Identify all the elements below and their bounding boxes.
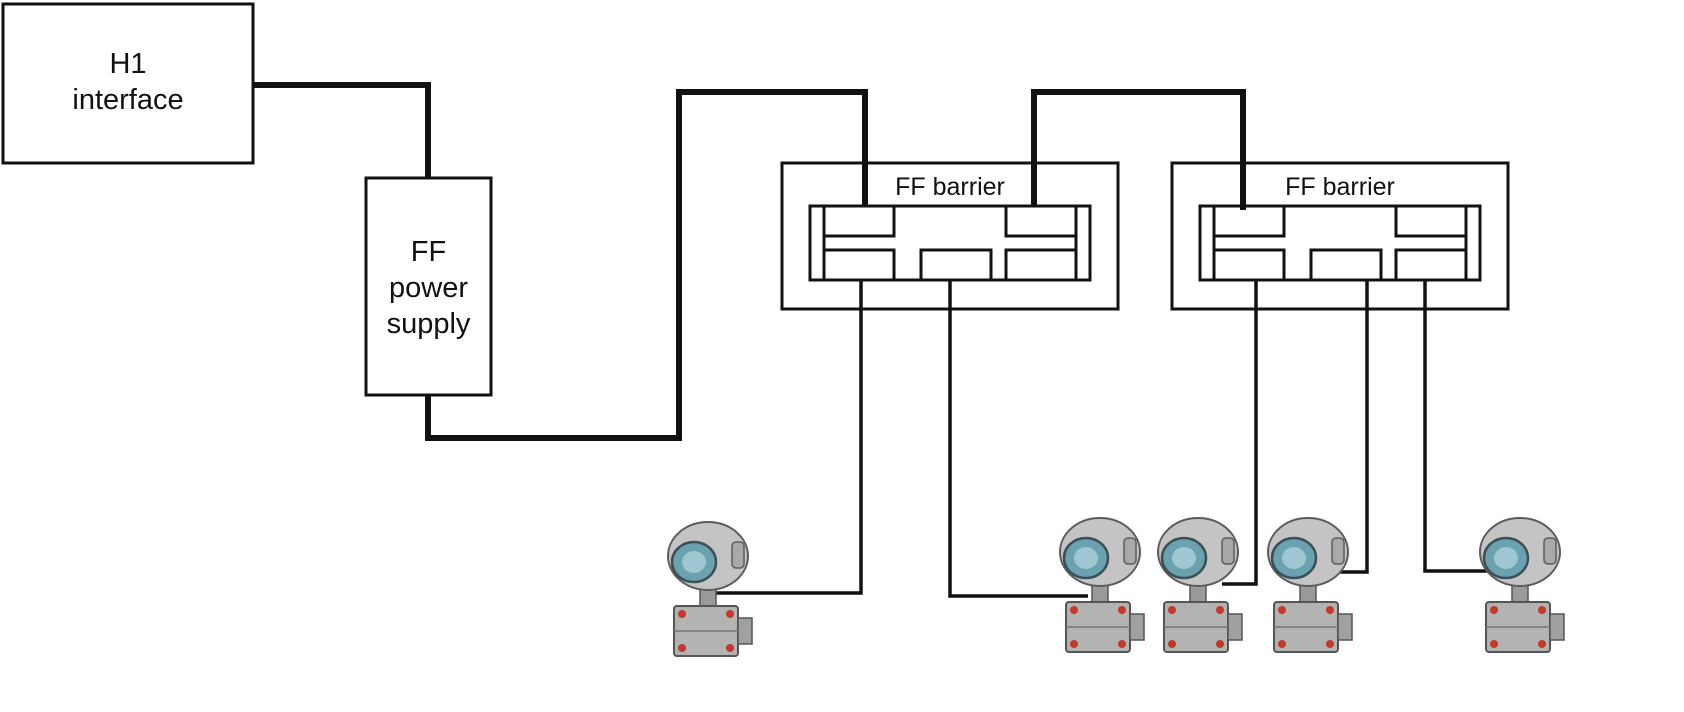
barrier-1-port-in [822,204,896,238]
barrier-1-port-out [1004,204,1078,238]
barrier-1-spur-1 [822,248,896,282]
field-transmitter-icon [666,520,754,658]
h1-interface-label: H1 interface [3,46,253,118]
field-transmitter-icon [1266,516,1354,654]
ff-barrier-1-label: FF barrier [895,173,1005,201]
barrier-2-spur-3 [1394,248,1468,282]
barrier-1-spur-2 [919,248,993,282]
h1-interface-box [1,2,255,165]
barrier-2-port-in [1212,204,1286,238]
barrier-2-spur-1 [1212,248,1286,282]
ff-barrier-2 [1170,161,1510,311]
field-transmitter-icon [1058,516,1146,654]
barrier-2-port-out [1394,204,1468,238]
ff-power-supply-label: FF power supply [366,234,491,342]
h1-interface-line-1: H1 [109,48,147,80]
power-supply-line-1: FF [410,236,447,268]
trunk-cable [253,82,1246,441]
ff-barrier-2-label: FF barrier [1285,173,1395,201]
power-supply-line-2: power [389,272,468,304]
h1-interface-line-2: interface [72,84,184,116]
ff-barrier-1 [780,161,1120,311]
spur-cables [712,280,1510,598]
barrier-2-spur-2 [1309,248,1383,282]
power-supply-line-3: supply [386,308,471,340]
barrier-1-spur-3 [1004,248,1078,282]
field-transmitter-icon [1478,516,1566,654]
ff-power-supply-box [364,176,493,397]
